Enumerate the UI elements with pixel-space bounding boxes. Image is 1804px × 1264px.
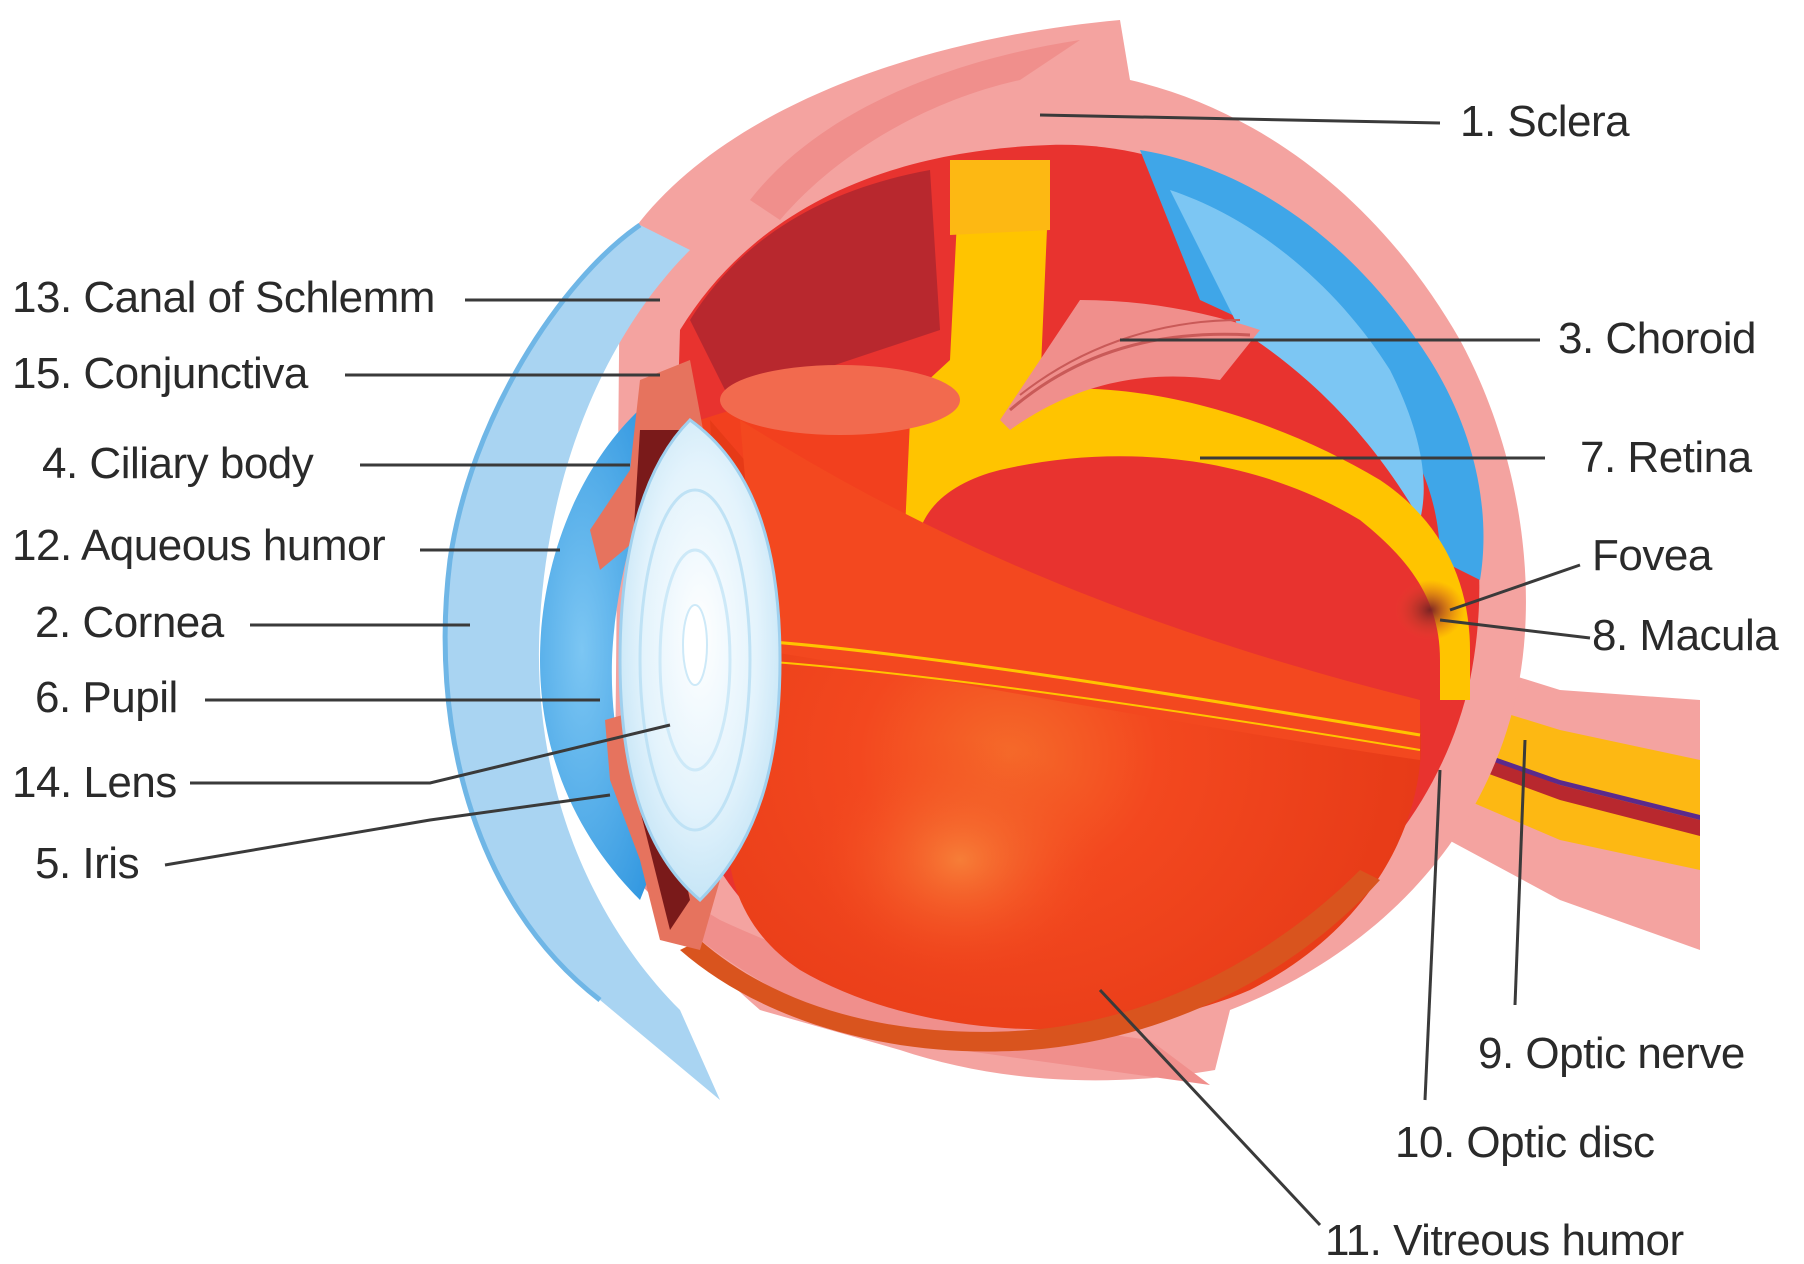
label-choroid: 3. Choroid — [1558, 314, 1756, 363]
label-optic-disc: 10. Optic disc — [1395, 1118, 1655, 1167]
label-cornea: 2. Cornea — [35, 598, 225, 647]
vitreous-highlight — [810, 740, 1110, 980]
label-conjunctiva: 15. Conjunctiva — [12, 349, 309, 398]
label-iris: 5. Iris — [35, 839, 139, 888]
label-sclera: 1. Sclera — [1460, 97, 1630, 146]
label-retina: 7. Retina — [1580, 433, 1753, 482]
label-fovea: Fovea — [1592, 531, 1713, 580]
label-lens: 14. Lens — [12, 758, 177, 807]
retina-top-band — [950, 160, 1050, 235]
label-ciliary-body: 4. Ciliary body — [42, 439, 314, 488]
label-aqueous-humor: 12. Aqueous humor — [12, 521, 385, 570]
label-optic-nerve: 9. Optic nerve — [1478, 1029, 1745, 1078]
label-vitreous-humor: 11. Vitreous humor — [1325, 1216, 1684, 1264]
vitreous-upper-highlight — [720, 365, 960, 435]
label-macula: 8. Macula — [1592, 611, 1779, 660]
label-canal-of-schlemm: 13. Canal of Schlemm — [12, 273, 435, 322]
lens-nucleus — [683, 605, 707, 685]
label-pupil: 6. Pupil — [35, 673, 178, 722]
